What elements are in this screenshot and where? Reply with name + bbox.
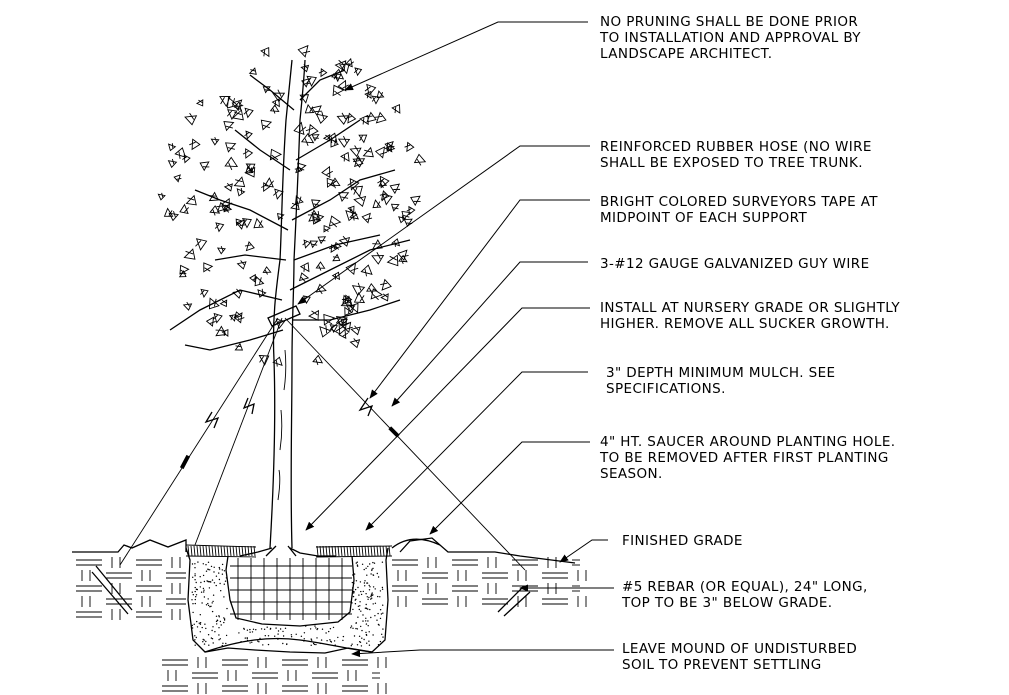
note-tape: BRIGHT COLORED SURVEYORS TAPE AT MIDPOIN… bbox=[600, 194, 883, 226]
wire-turnbuckles bbox=[179, 426, 400, 470]
root-ball bbox=[225, 545, 355, 627]
existing-soil-hatch bbox=[76, 557, 587, 694]
note-nursery: INSTALL AT NURSERY GRADE OR SLIGHTLY HIG… bbox=[600, 300, 905, 332]
callout-notes: NO PRUNING SHALL BE DONE PRIOR TO INSTAL… bbox=[599, 14, 905, 673]
backfill-stipple bbox=[191, 561, 384, 647]
leader-mulch bbox=[365, 371, 588, 531]
leader-hose bbox=[297, 145, 590, 305]
note-mound: LEAVE MOUND OF UNDISTURBED SOIL TO PREVE… bbox=[622, 641, 862, 673]
leader-pruning bbox=[344, 21, 588, 91]
reinforced-rubber-hose bbox=[267, 305, 301, 327]
note-mulch: 3" DEPTH MINIMUM MULCH. SEE SPECIFICATIO… bbox=[606, 365, 840, 397]
note-hose: REINFORCED RUBBER HOSE (NO WIRE SHALL BE… bbox=[600, 139, 877, 171]
planting-pit bbox=[185, 547, 389, 654]
undisturbed-soil-mound bbox=[204, 637, 373, 653]
leader-guywire bbox=[391, 261, 588, 407]
tree-foliage bbox=[157, 44, 427, 367]
note-guywire: 3-#12 GAUGE GALVANIZED GUY WIRE bbox=[600, 256, 870, 272]
surveyors-tape-flags bbox=[204, 397, 374, 429]
guy-wires bbox=[119, 317, 526, 571]
leader-grade bbox=[559, 539, 608, 563]
mulch-layer bbox=[185, 544, 393, 558]
note-pruning: NO PRUNING SHALL BE DONE PRIOR TO INSTAL… bbox=[599, 14, 866, 62]
leader-tape bbox=[369, 199, 590, 399]
note-grade: FINISHED GRADE bbox=[622, 533, 743, 549]
leader-saucer bbox=[429, 441, 590, 535]
note-saucer: 4" HT. SAUCER AROUND PLANTING HOLE. TO B… bbox=[599, 434, 900, 482]
leader-mound bbox=[351, 649, 614, 658]
tree-trunk bbox=[269, 59, 306, 549]
finished-grade-line bbox=[72, 537, 576, 564]
leader-nursery bbox=[305, 307, 590, 531]
note-rebar: #5 REBAR (OR EQUAL), 24" LONG, TOP TO BE… bbox=[621, 579, 872, 611]
leader-lines bbox=[297, 21, 614, 658]
saucer-berm bbox=[391, 538, 441, 549]
